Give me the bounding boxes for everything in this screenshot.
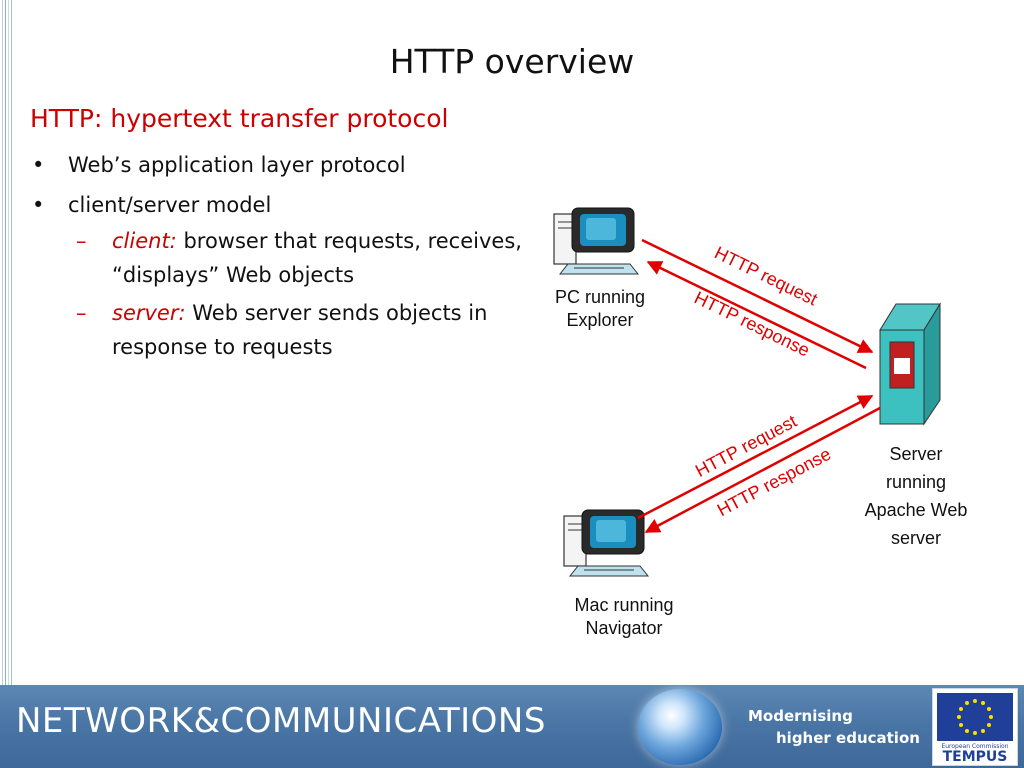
server-label-line: Server [846,440,986,468]
server-label-line: Apache Web [846,496,986,524]
eu-flag-icon [937,693,1013,741]
globe-icon [638,689,722,765]
server-label: Server running Apache Web server [846,440,986,552]
modernising-text: Modernising [748,707,853,725]
mac-label: Mac running Navigator [558,594,690,640]
computer-icon [554,208,638,274]
server-icon [880,304,940,424]
server-label-line: server [846,524,986,552]
higher-education-text: higher education [776,729,920,747]
mac-label-line: Mac running [558,594,690,617]
tempus-text: TEMPUS [933,749,1017,765]
computer-icon [564,510,648,576]
pc-label-line: PC running [540,286,660,309]
tempus-logo: European Commission TEMPUS [932,688,1018,766]
footer-banner: NETWORK&COMMUNICATIONS Modernising highe… [0,685,1024,768]
http-diagram: HTTP request HTTP response HTTP request … [0,0,1024,685]
mac-label-line: Navigator [558,617,690,640]
server-label-line: running [846,468,986,496]
pc-label-line: Explorer [540,309,660,332]
footer-title: NETWORK&COMMUNICATIONS [16,701,546,741]
pc-label: PC running Explorer [540,286,660,332]
